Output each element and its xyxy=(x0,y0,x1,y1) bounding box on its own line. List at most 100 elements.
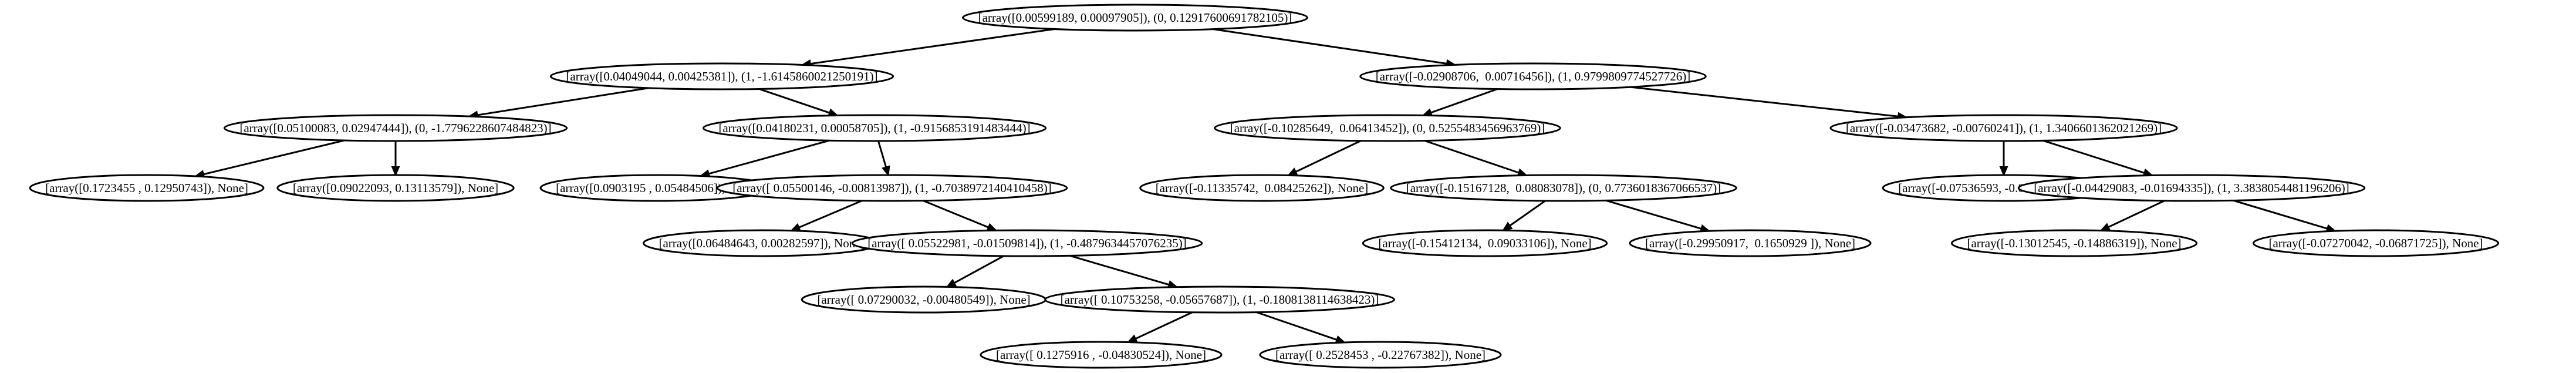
tree-node: [array([-0.02908706, 0.00716456]), (1, 0… xyxy=(1359,62,1707,90)
node-label: [array([ 0.2528453 , -0.22767382]), None… xyxy=(1275,348,1485,362)
node-label: [array([-0.04429083, -0.01694335]), (1, … xyxy=(2034,181,2349,195)
tree-node: [array([0.04049044, 0.00425381]), (1, -1… xyxy=(549,62,894,90)
node-label: [array([0.09022093, 0.13113579]), None] xyxy=(293,181,498,195)
node-ellipse xyxy=(1259,341,1502,369)
tree-edge xyxy=(1135,311,1193,340)
arrowhead-icon xyxy=(1287,167,1298,176)
arrowhead-icon xyxy=(882,165,890,177)
node-ellipse xyxy=(223,114,568,142)
node-label: [array([-0.11335742, 0.08425262]), None] xyxy=(1156,181,1369,195)
node-label: [array([0.1723455 , 0.12950743]), None] xyxy=(45,181,248,195)
node-ellipse xyxy=(702,114,1047,142)
node-label: [array([ 0.05522981, -0.01509814]), (1, … xyxy=(867,236,1187,250)
node-ellipse xyxy=(549,62,894,90)
node-label: [array([ 0.10753258, -0.05657687]), (1, … xyxy=(1061,293,1379,307)
node-ellipse xyxy=(1629,229,1872,257)
tree-edge xyxy=(708,139,830,175)
arrowhead-icon xyxy=(391,166,400,177)
tree-edge xyxy=(2233,199,2328,230)
tree-node: [array([-0.04429083, -0.01694335]), (1, … xyxy=(2017,174,2366,202)
node-label: [array([-0.29950917, 0.1650929 ]), None] xyxy=(1645,236,1855,250)
tree-node: [array([-0.07270042, -0.06871725]), None… xyxy=(2252,229,2500,257)
node-ellipse xyxy=(716,174,1068,202)
tree-node: [array([ 0.07290032, -0.00480549]), None… xyxy=(801,285,1047,314)
tree-node: [array([ 0.05522981, -0.01509814]), (1, … xyxy=(851,229,1203,257)
tree-node: [array([ 0.05500146, -0.00813987]), (1, … xyxy=(716,174,1068,202)
tree-edge xyxy=(203,139,345,176)
tree-node: [array([-0.29950917, 0.1650929 ]), None] xyxy=(1629,229,1872,257)
node-ellipse xyxy=(1390,174,1737,202)
node-label: [array([ 0.07290032, -0.00480549]), None… xyxy=(817,293,1030,307)
tree-node: [array([ 0.10753258, -0.05657687]), (1, … xyxy=(1044,285,1395,314)
tree-edge xyxy=(1605,199,1702,230)
tree-node: [array([ 0.2528453 , -0.22767382]), None… xyxy=(1259,341,1502,369)
tree-edge xyxy=(1213,28,1447,65)
node-label: [array([ 0.1275916 , -0.04830524]), None… xyxy=(996,348,1206,362)
tree-node: [array([-0.15167128, 0.08083078]), (0, 0… xyxy=(1390,174,1737,202)
tree-edge xyxy=(2042,139,2145,174)
arrowhead-icon xyxy=(1999,166,2008,177)
node-ellipse xyxy=(980,341,1223,369)
node-label: [array([-0.15412134, 0.09033106]), None] xyxy=(1378,236,1591,250)
tree-edge xyxy=(923,200,989,228)
node-label: [array([-0.10285649, 0.06413452]), (0, 0… xyxy=(1230,121,1545,135)
node-ellipse xyxy=(1214,114,1561,142)
node-ellipse xyxy=(962,4,1308,32)
tree-edge xyxy=(954,255,1004,284)
node-label: [array([0.00599189, 0.00097905]), (0, 0.… xyxy=(978,11,1292,25)
arrowhead-icon xyxy=(789,223,802,231)
tree-edge xyxy=(1256,311,1338,341)
tree-node: [array([0.0903195 , 0.05484506]), None] xyxy=(539,174,775,202)
tree-node: [array([0.00599189, 0.00097905]), (0, 0.… xyxy=(962,4,1308,32)
tree-edge xyxy=(1630,86,1899,117)
node-ellipse xyxy=(1139,174,1385,202)
tree-node: [array([0.1723455 , 0.12950743]), None] xyxy=(29,174,265,202)
node-label: [array([0.04180231, 0.00058705]), (1, -0… xyxy=(718,121,1030,135)
node-ellipse xyxy=(1044,285,1395,314)
node-label: [array([-0.13012545, -0.14886319]), None… xyxy=(1967,236,2181,250)
tree-node: [array([0.05100083, 0.02947444]), (0, -1… xyxy=(223,114,568,142)
tree-edge xyxy=(810,28,1055,65)
tree-edge xyxy=(2108,200,2165,228)
tree-edge xyxy=(798,200,863,228)
arrowhead-icon xyxy=(946,278,957,288)
node-ellipse xyxy=(2252,229,2500,257)
tree-edge xyxy=(1069,254,1170,286)
tree-edge xyxy=(877,140,887,167)
node-ellipse xyxy=(1829,114,2178,142)
node-ellipse xyxy=(29,174,265,202)
arrowhead-icon xyxy=(2099,223,2111,231)
node-label: [array([-0.02908706, 0.00716456]), (1, 0… xyxy=(1376,69,1691,83)
node-label: [array([0.05100083, 0.02947444]), (0, -1… xyxy=(239,121,551,135)
tree-node: [array([0.04180231, 0.00058705]), (1, -0… xyxy=(702,114,1047,142)
node-ellipse xyxy=(276,174,515,202)
node-label: [array([0.06484643, 0.00282597]), None] xyxy=(659,236,865,250)
tree-edge xyxy=(1430,88,1498,114)
tree-node: [array([0.06484643, 0.00282597]), None] xyxy=(642,229,882,257)
arrowhead-icon xyxy=(1501,221,1513,231)
tree-node: [array([-0.15412134, 0.09033106]), None] xyxy=(1362,229,1608,257)
tree-edge xyxy=(477,87,649,116)
tree-node: [array([-0.03473682, -0.00760241]), (1, … xyxy=(1829,114,2178,142)
node-ellipse xyxy=(1359,62,1707,90)
node-ellipse xyxy=(1362,229,1608,257)
node-ellipse xyxy=(2017,174,2366,202)
node-label: [array([ 0.05500146, -0.00813987]), (1, … xyxy=(732,181,1052,195)
tree-node: [array([-0.13012545, -0.14886319]), None… xyxy=(1950,229,2198,257)
tree-edge xyxy=(758,88,830,114)
node-label: [array([-0.15167128, 0.08083078]), (0, 0… xyxy=(1406,181,1721,195)
node-label: [array([-0.03473682, -0.00760241]), (1, … xyxy=(1846,121,2162,135)
nodes-layer: [array([0.00599189, 0.00097905]), (0, 0.… xyxy=(29,4,2500,369)
tree-edge xyxy=(1295,140,1362,173)
tree-node: [array([ 0.1275916 , -0.04830524]), None… xyxy=(980,341,1223,369)
tree-edge xyxy=(1509,200,1546,227)
node-label: [array([0.04049044, 0.00425381]), (1, -1… xyxy=(566,69,877,83)
arrowhead-icon xyxy=(1126,334,1138,343)
tree-edge xyxy=(1424,140,1520,174)
tree-node: [array([-0.11335742, 0.08425262]), None] xyxy=(1139,174,1385,202)
tree-node: [array([0.09022093, 0.13113579]), None] xyxy=(276,174,515,202)
node-ellipse xyxy=(1950,229,2198,257)
node-label: [array([-0.07270042, -0.06871725]), None… xyxy=(2268,236,2483,250)
tree-node: [array([-0.10285649, 0.06413452]), (0, 0… xyxy=(1214,114,1561,142)
